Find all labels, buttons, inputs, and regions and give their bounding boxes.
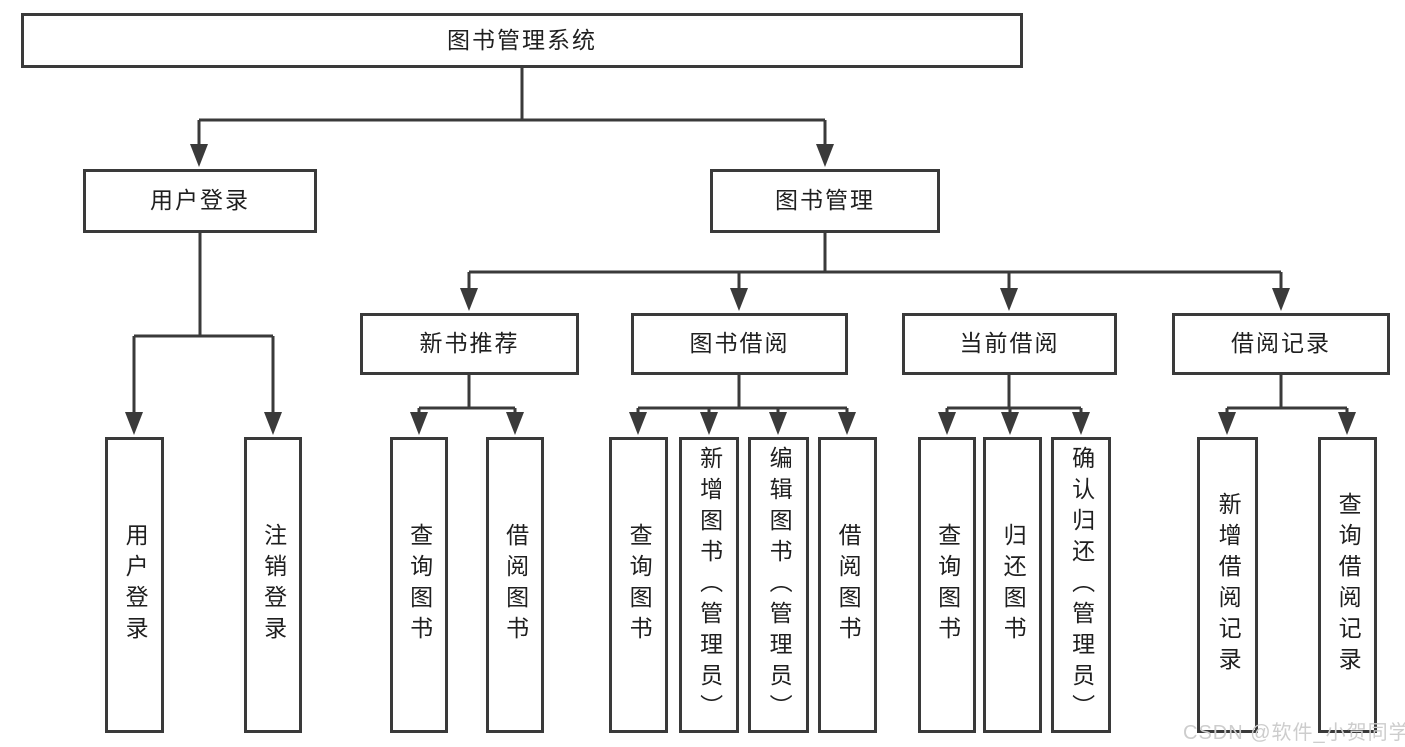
node-borrow-record: 借阅记录	[1172, 313, 1390, 375]
leaf-borrow-book-recommend-label: 借阅图书	[502, 523, 529, 647]
leaf-query-borrow-record: 查询借阅记录	[1318, 437, 1377, 733]
leaf-borrow-book-label: 借阅图书	[835, 523, 862, 647]
leaf-return-book: 归还图书	[983, 437, 1042, 733]
leaf-user-login-label: 用户登录	[122, 523, 149, 647]
leaf-query-book-current-label: 查询图书	[934, 523, 961, 647]
leaf-add-book-admin: 新增图书（管理员）	[679, 437, 739, 733]
leaf-logout-label: 注销登录	[260, 523, 287, 647]
csdn-watermark: CSDN @软件_小贺同学	[1183, 722, 1405, 744]
leaf-add-book-admin-label: 新增图书（管理员）	[696, 445, 723, 725]
node-book-borrow-label: 图书借阅	[689, 330, 790, 357]
node-new-book-recommend: 新书推荐	[360, 313, 579, 375]
leaf-confirm-return-admin: 确认归还（管理员）	[1051, 437, 1111, 733]
leaf-query-book-recommend: 查询图书	[390, 437, 448, 733]
node-current-borrow-label: 当前借阅	[959, 330, 1060, 357]
leaf-query-book-borrow-label: 查询图书	[626, 523, 653, 647]
node-new-book-recommend-label: 新书推荐	[419, 330, 520, 357]
node-book-management-label: 图书管理	[775, 187, 875, 214]
leaf-query-book-recommend-label: 查询图书	[406, 523, 433, 647]
node-book-borrow: 图书借阅	[631, 313, 848, 375]
leaf-edit-book-admin-label: 编辑图书（管理员）	[766, 445, 793, 725]
leaf-add-borrow-record: 新增借阅记录	[1197, 437, 1258, 733]
node-root: 图书管理系统	[21, 13, 1023, 68]
leaf-edit-book-admin: 编辑图书（管理员）	[748, 437, 809, 733]
node-user-login: 用户登录	[83, 169, 317, 233]
leaf-query-borrow-record-label: 查询借阅记录	[1335, 492, 1362, 678]
node-borrow-record-label: 借阅记录	[1231, 330, 1331, 357]
node-user-login-label: 用户登录	[150, 187, 250, 214]
leaf-logout: 注销登录	[244, 437, 302, 733]
leaf-return-book-label: 归还图书	[1000, 523, 1027, 647]
leaf-user-login: 用户登录	[105, 437, 164, 733]
node-book-management: 图书管理	[710, 169, 940, 233]
leaf-add-borrow-record-label: 新增借阅记录	[1215, 492, 1242, 678]
leaf-borrow-book: 借阅图书	[818, 437, 877, 733]
node-current-borrow: 当前借阅	[902, 313, 1117, 375]
node-root-label: 图书管理系统	[447, 26, 597, 53]
leaf-query-book-current: 查询图书	[918, 437, 976, 733]
leaf-borrow-book-recommend: 借阅图书	[486, 437, 544, 733]
leaf-confirm-return-admin-label: 确认归还（管理员）	[1068, 445, 1095, 725]
leaf-query-book-borrow: 查询图书	[609, 437, 668, 733]
